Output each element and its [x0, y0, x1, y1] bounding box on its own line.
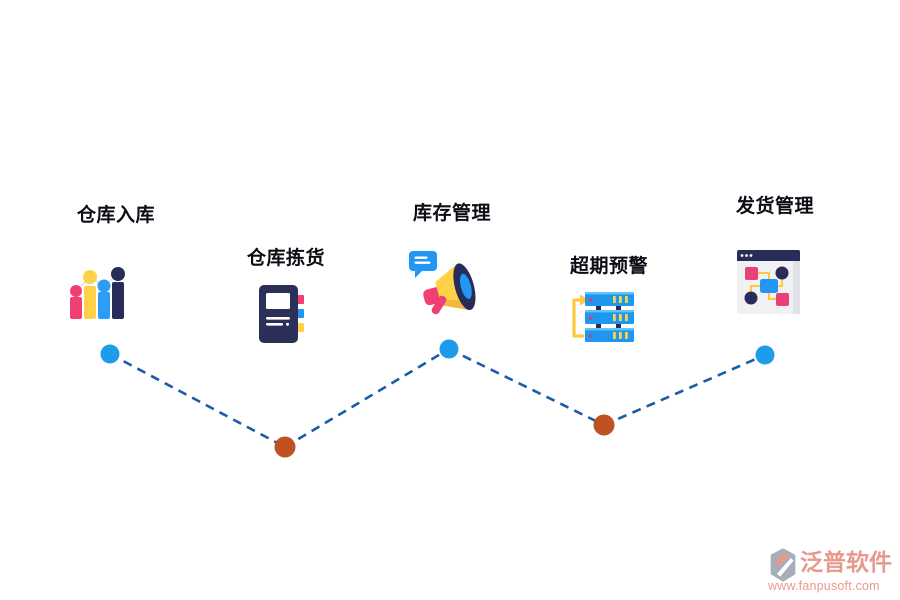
node-dot-2 [274, 436, 296, 458]
node-dot-5 [755, 345, 775, 365]
browser-flowchart-icon [737, 250, 800, 314]
step-label-2: 仓库拣货 [247, 248, 326, 269]
watermark-url: www.fanpusoft.com [768, 579, 880, 593]
connector-segment [109, 352, 286, 449]
server-stack-icon [566, 292, 636, 344]
step-label-4: 超期预警 [570, 256, 649, 277]
connector-segment [448, 347, 605, 427]
step-label-3: 库存管理 [413, 203, 492, 224]
watermark: 泛普软件 www.fanpusoft.com [768, 547, 896, 593]
connector-segment [284, 347, 450, 449]
connector-segment [603, 353, 766, 427]
watermark-brand: 泛普软件 [800, 549, 892, 575]
bar-chart-icon [68, 266, 128, 319]
notebook-icon [256, 284, 306, 344]
step-label-5: 发货管理 [736, 196, 815, 217]
node-dot-3 [439, 339, 459, 359]
step-label-1: 仓库入库 [77, 205, 156, 226]
node-dot-4 [593, 414, 615, 436]
megaphone-icon [408, 250, 482, 316]
fanpu-logo-icon [768, 547, 798, 583]
node-dot-1 [100, 344, 120, 364]
